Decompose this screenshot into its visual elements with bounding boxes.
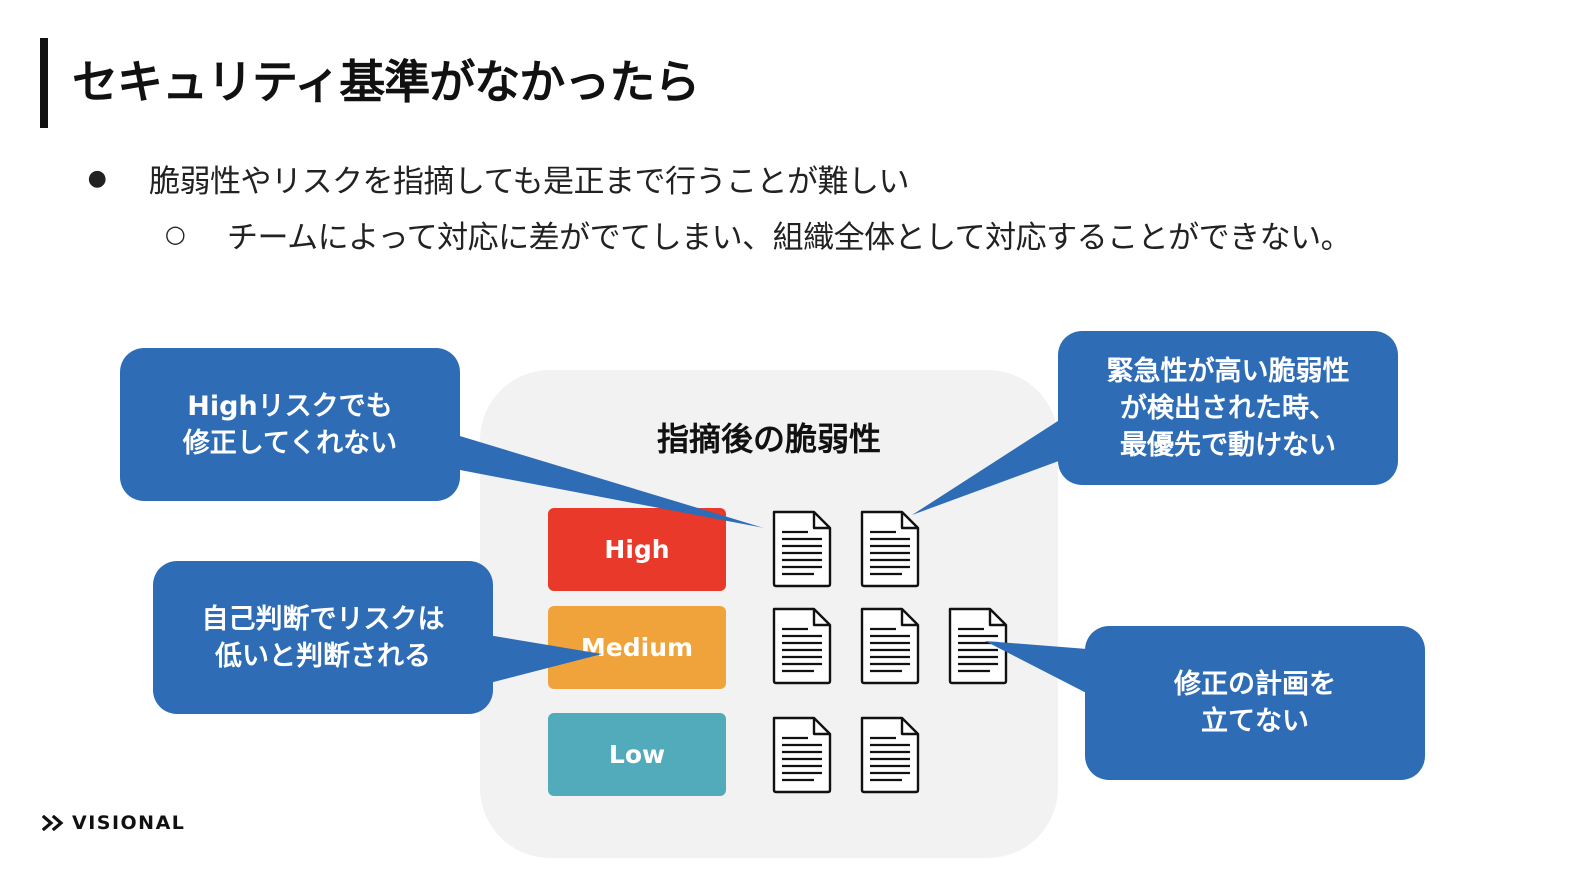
bullet-item-1: ● 脆弱性やリスクを指摘しても是正まで行うことが難しい — [82, 156, 910, 200]
callout-line: 緊急性が高い脆弱性 — [1106, 355, 1350, 387]
callout-line: 立てない — [1201, 706, 1309, 737]
sub-bullet-text: チームによって対応に差がでてしまい、組織全体として対応することができない。 — [227, 219, 1352, 256]
title-accent-bar — [40, 38, 48, 128]
panel-title: 指摘後の脆弱性 — [656, 420, 881, 458]
document-icon — [772, 510, 832, 588]
callout-line: 自己判断でリスクは — [201, 603, 445, 635]
double-chevron-icon — [42, 815, 64, 831]
logo-text: VISIONAL — [72, 812, 186, 834]
document-icon — [772, 716, 832, 794]
bullet-text: 脆弱性やリスクを指摘しても是正まで行うことが難しい — [149, 163, 910, 200]
document-icon — [860, 607, 920, 685]
callout-high-not-fixed: Highリスクでも 修正してくれない — [120, 348, 460, 501]
callout-pointer-4 — [985, 641, 1100, 700]
severity-low-badge: Low — [548, 713, 726, 796]
callout-line: 低いと判断される — [215, 640, 431, 672]
callout-line: 最優先で動けない — [1120, 429, 1336, 461]
callout-urgent-not-prioritized: 緊急性が高い脆弱性 が検出された時、 最優先で動けない — [1058, 331, 1398, 485]
callout-pointer-1 — [440, 430, 764, 528]
callout-no-fix-plan: 修正の計画を 立てない — [1085, 626, 1425, 780]
slide-title: セキュリティ基準がなかったら — [72, 55, 700, 109]
visional-logo: VISIONAL — [42, 810, 185, 836]
severity-medium-badge: Medium — [548, 606, 726, 689]
callout-pointer-2 — [912, 410, 1075, 515]
callout-self-judged-low: 自己判断でリスクは 低いと判断される — [153, 561, 493, 714]
sub-bullet-item-1: ○ チームによって対応に差がでてしまい、組織全体として対応することができない。 — [160, 212, 1352, 256]
callout-line: Highリスクでも — [187, 390, 393, 422]
severity-high-badge: High — [548, 508, 726, 591]
callout-pointer-3 — [470, 632, 602, 688]
callout-line: 修正の計画を — [1174, 669, 1336, 700]
document-icon — [772, 607, 832, 685]
callout-line: が検出された時、 — [1120, 392, 1336, 424]
bullet-marker: ● — [87, 165, 107, 191]
callout-line: 修正してくれない — [182, 427, 398, 459]
sub-bullet-marker: ○ — [164, 220, 186, 248]
document-icon — [860, 716, 920, 794]
document-icon — [860, 510, 920, 588]
